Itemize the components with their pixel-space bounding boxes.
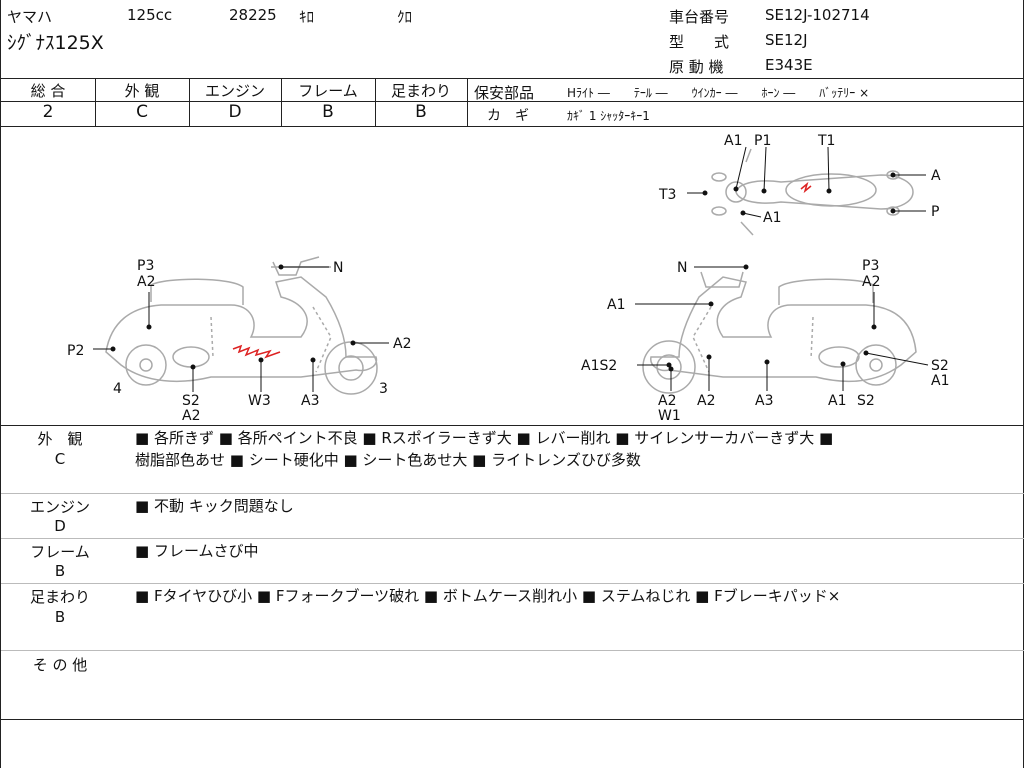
label-right-a2: A2 bbox=[697, 393, 715, 409]
section-grade-suspension: B bbox=[54, 608, 66, 626]
grade-suspension: B bbox=[415, 102, 427, 122]
section-title-suspension: 足まわり bbox=[29, 588, 90, 606]
label-top-a1: A1 bbox=[724, 133, 742, 149]
comment-line: ■ フレームさび中 bbox=[135, 542, 259, 560]
label-right-n: N bbox=[677, 260, 687, 276]
grade-header-engine: エンジン bbox=[204, 82, 265, 100]
comment-line: 樹脂部色あせ ■ シート硬化中 ■ シート色あせ大 ■ ライトレンズひび多数 bbox=[135, 451, 641, 469]
section-body-frame: ■ フレームさび中 bbox=[135, 540, 1005, 562]
section-title-engine: エンジン bbox=[29, 498, 90, 516]
engine-label: 原 動 機 bbox=[669, 58, 724, 76]
divider bbox=[95, 78, 96, 126]
grade-header-suspension: 足まわり bbox=[390, 82, 451, 100]
label-right-a1-rear: A1 bbox=[931, 373, 949, 389]
type-value: SE12J bbox=[765, 31, 808, 49]
divider bbox=[1, 425, 1024, 426]
color: ｸﾛ bbox=[397, 8, 413, 26]
grade-exterior: C bbox=[136, 102, 148, 122]
label-left-a2-right: A2 bbox=[393, 336, 411, 352]
label-left-s2: S2 bbox=[182, 393, 200, 409]
mileage: 28225 bbox=[229, 6, 277, 24]
scooter-right-illustration bbox=[642, 271, 917, 394]
comment-line: ■ 不動 キック問題なし bbox=[135, 497, 294, 515]
label-right-a1s2: A1S2 bbox=[581, 358, 617, 374]
label-left-n: N bbox=[333, 260, 343, 276]
frame-no-label: 車台番号 bbox=[669, 8, 730, 26]
label-top-p: P bbox=[931, 204, 939, 220]
divider bbox=[1, 538, 1024, 539]
label-left-a2-bottom: A2 bbox=[182, 408, 200, 424]
comment-line: ■ Fタイヤひび小 ■ Fフォークブーツ破れ ■ ボトムケース削れ小 ■ ステム… bbox=[135, 587, 841, 605]
label-right-a2-top: A2 bbox=[862, 274, 880, 290]
engine-value: E343E bbox=[765, 56, 813, 74]
divider bbox=[1, 78, 1024, 79]
label-right-s2-bottom: S2 bbox=[857, 393, 875, 409]
frame-no: SE12J-102714 bbox=[765, 6, 870, 24]
key-value: ｶｷﾞ 1 ｼｬｯﾀｰｷｰ1 bbox=[567, 109, 650, 123]
grade-header-overall: 総 合 bbox=[30, 82, 66, 100]
label-left-4: 4 bbox=[113, 381, 122, 397]
damage-diagram: A1 P1 T1 T3 A1 A P P3 A2 N P2 A2 4 3 S2 … bbox=[67, 133, 949, 424]
label-top-a: A bbox=[931, 168, 941, 184]
label-right-w1: W1 bbox=[658, 408, 681, 424]
divider bbox=[1, 101, 467, 102]
section-title-frame: フレーム bbox=[30, 543, 90, 561]
grade-engine: D bbox=[228, 102, 242, 122]
label-left-p2: P2 bbox=[67, 343, 84, 359]
divider bbox=[1, 650, 1024, 651]
divider bbox=[189, 78, 190, 126]
section-body-engine: ■ 不動 キック問題なし bbox=[135, 495, 1005, 517]
divider bbox=[1, 126, 1024, 127]
divider bbox=[467, 78, 468, 126]
displacement: 125cc bbox=[127, 6, 173, 24]
comment-line: ■ 各所きず ■ 各所ペイント不良 ■ Rスポイラーきず大 ■ レバー削れ ■ … bbox=[135, 429, 834, 447]
label-left-p3: P3 bbox=[137, 258, 154, 274]
model-name: ｼｸﾞﾅｽ125X bbox=[7, 32, 104, 54]
type-label: 型 式 bbox=[669, 33, 730, 51]
section-grade-frame: B bbox=[54, 562, 66, 580]
label-left-a2-top: A2 bbox=[137, 274, 155, 290]
label-right-a1: A1 bbox=[607, 297, 625, 313]
section-grade-exterior: C bbox=[54, 450, 66, 468]
divider bbox=[1, 719, 1024, 720]
divider bbox=[1, 493, 1024, 494]
divider bbox=[375, 78, 376, 126]
section-title-other: そ の 他 bbox=[32, 656, 88, 674]
grade-frame: B bbox=[322, 102, 334, 122]
safety-items: Hﾗｲﾄ ― ﾃｰﾙ ― ｳｲﾝｶｰ ― ﾎｰﾝ ― ﾊﾞｯﾃﾘｰ × bbox=[567, 86, 870, 100]
label-right-a2-wheel: A2 bbox=[658, 393, 676, 409]
section-title-exterior: 外 観 bbox=[37, 430, 83, 448]
maker: ヤマハ bbox=[7, 8, 53, 26]
label-top-a1-lower: A1 bbox=[763, 210, 781, 226]
label-left-a3: A3 bbox=[301, 393, 319, 409]
section-body-exterior: ■ 各所きず ■ 各所ペイント不良 ■ Rスポイラーきず大 ■ レバー削れ ■ … bbox=[135, 427, 1005, 471]
damage-marks bbox=[232, 181, 812, 359]
grade-header-frame: フレーム bbox=[298, 82, 358, 100]
label-right-a1-bottom: A1 bbox=[828, 393, 846, 409]
key-label: カ ギ bbox=[487, 108, 529, 124]
label-right-a3: A3 bbox=[755, 393, 773, 409]
label-top-t1: T1 bbox=[817, 133, 835, 149]
label-top-p1: P1 bbox=[754, 133, 771, 149]
label-right-p3: P3 bbox=[862, 258, 879, 274]
label-right-s2: S2 bbox=[931, 358, 949, 374]
safety-label: 保安部品 bbox=[474, 84, 535, 102]
divider bbox=[1, 583, 1024, 584]
label-top-t3: T3 bbox=[658, 187, 676, 203]
section-body-suspension: ■ Fタイヤひび小 ■ Fフォークブーツ破れ ■ ボトムケース削れ小 ■ ステム… bbox=[135, 585, 1005, 607]
label-left-w3: W3 bbox=[248, 393, 271, 409]
mileage-unit: ｷﾛ bbox=[299, 8, 315, 26]
divider bbox=[467, 101, 1024, 102]
scooter-topview-illustration bbox=[711, 148, 914, 236]
grade-header-exterior: 外 観 bbox=[124, 82, 160, 100]
divider bbox=[281, 78, 282, 126]
label-left-3: 3 bbox=[379, 381, 388, 397]
section-grade-engine: D bbox=[54, 517, 66, 535]
grade-overall: 2 bbox=[42, 102, 54, 122]
